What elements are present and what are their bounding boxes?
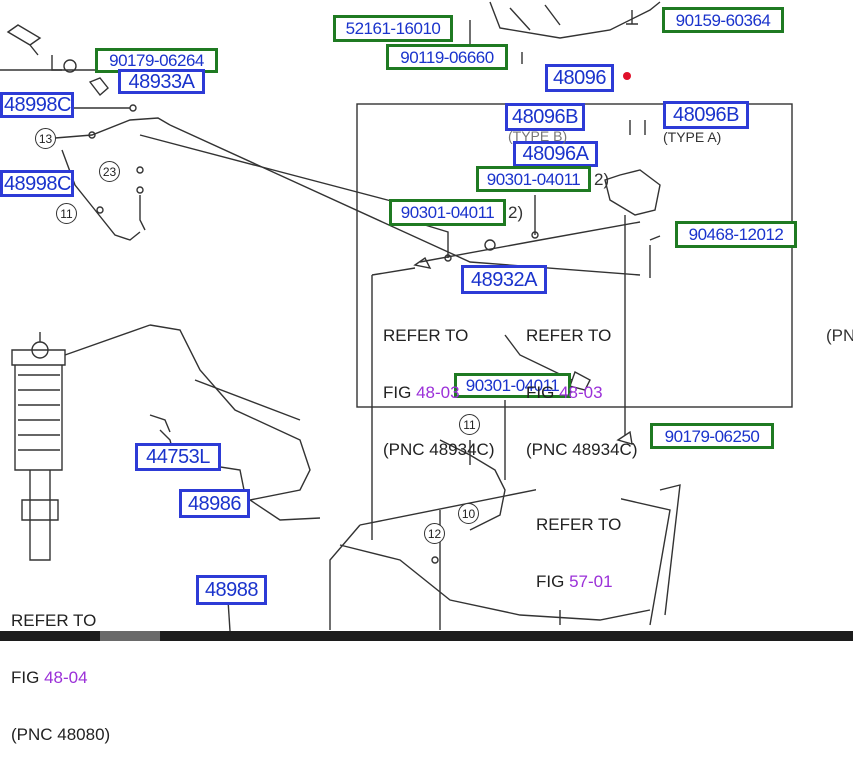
edge-pnc-text: (PN: [826, 326, 853, 345]
part-label-90301-04011-upper[interactable]: 90301-04011: [476, 166, 591, 192]
horizontal-scrollbar[interactable]: [0, 631, 853, 641]
part-label-48998c-upper[interactable]: 48998C: [0, 92, 74, 118]
part-label-48096[interactable]: 48096: [545, 64, 614, 92]
scrollbar-thumb[interactable]: [100, 631, 160, 641]
callout-number: 23: [99, 161, 120, 182]
fig-ref-link[interactable]: 57-01: [569, 572, 613, 591]
callout-number: 10: [458, 503, 479, 524]
part-label-48988[interactable]: 48988: [196, 575, 267, 605]
strut-drawing: [11, 349, 66, 471]
part-label-90301-04011-lower[interactable]: 90301-04011: [454, 373, 571, 398]
part-label-52161-16010[interactable]: 52161-16010: [333, 15, 453, 42]
top-bracket-drawing: [489, 1, 661, 39]
quantity-text-upper: 2): [594, 170, 610, 189]
quantity-text-middle: 2): [508, 203, 524, 222]
part-label-48096b-right[interactable]: 48096B: [663, 101, 749, 129]
part-label-48932a[interactable]: 48932A: [461, 265, 547, 294]
refer-note-frame: REFER TO FIG 57-01: [536, 477, 622, 610]
callout-number: 11: [459, 414, 480, 435]
sensor-wire-left: [54, 117, 171, 139]
part-label-90159-60364[interactable]: 90159-60364: [662, 7, 784, 33]
part-label-90119-06660[interactable]: 90119-06660: [386, 44, 508, 70]
type-a-text: (TYPE A): [663, 129, 722, 145]
refer-note-left-inset: REFER TO FIG 48-03 (PNC 48934C): [383, 326, 495, 459]
fig-ref-link[interactable]: 48-04: [44, 668, 88, 687]
type-b-text: (TYPE B): [508, 128, 568, 144]
callout-number: 12: [424, 523, 445, 544]
part-label-48986[interactable]: 48986: [179, 489, 250, 518]
part-label-90179-06250[interactable]: 90179-06250: [650, 423, 774, 449]
refer-note-strut: REFER TO FIG 48-04 (PNC 48080): [11, 611, 111, 744]
callout-number: 11: [56, 203, 77, 224]
part-label-48933a[interactable]: 48933A: [118, 69, 205, 94]
refer-note-right-inset: REFER TO FIG 48-03 (PNC 48934C): [526, 326, 638, 459]
part-label-48096a[interactable]: 48096A: [513, 141, 598, 167]
hose-fitting-drawing: [6, 24, 42, 56]
part-label-90468-12012[interactable]: 90468-12012: [675, 221, 797, 248]
fig-ref-link[interactable]: 48-03: [416, 383, 460, 402]
red-marker-dot: [623, 72, 631, 80]
fig-ref-link[interactable]: 48-03: [559, 383, 603, 402]
part-label-90301-04011-middle[interactable]: 90301-04011: [389, 199, 506, 226]
part-label-44753l[interactable]: 44753L: [135, 443, 221, 471]
callout-number: 13: [35, 128, 56, 149]
part-label-48998c-lower[interactable]: 48998C: [0, 170, 74, 197]
part-label-48096b-left[interactable]: 48096B: [505, 103, 585, 131]
